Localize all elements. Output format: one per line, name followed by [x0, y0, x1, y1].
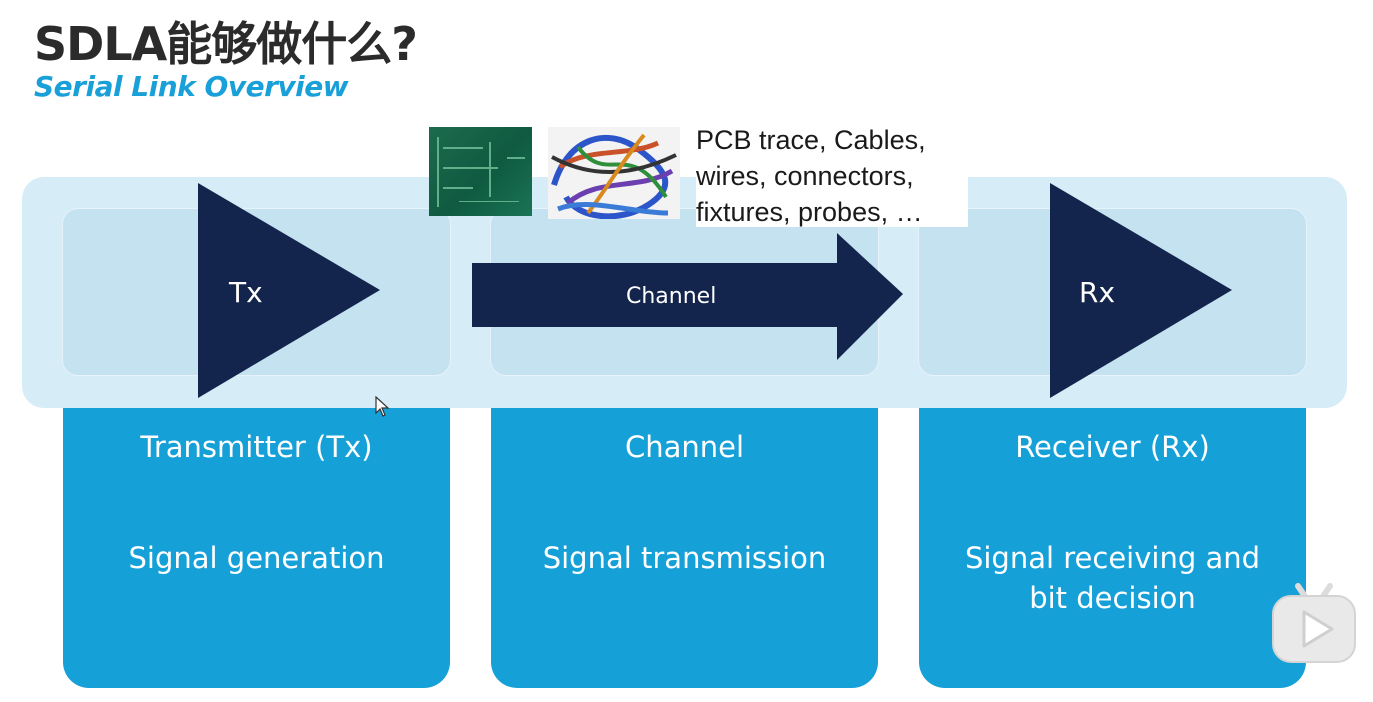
- rx-label: Rx: [1079, 276, 1116, 309]
- callout-line: wires, connectors,: [696, 161, 914, 191]
- channel-block: Channel Signal transmission: [491, 408, 878, 688]
- callout-line: PCB trace, Cables,: [696, 125, 926, 155]
- rx-block: Receiver (Rx) Signal receiving and bit d…: [919, 408, 1306, 688]
- callout-line: fixtures, probes, …: [696, 197, 923, 227]
- tx-block-description: Signal generation: [128, 541, 385, 575]
- rx-block-description: Signal receiving and bit decision: [919, 538, 1306, 618]
- pcb-photo: [429, 127, 532, 216]
- slide-title: SDLA能够做什么?: [34, 17, 418, 71]
- rx-block-description-line: Signal receiving and: [964, 541, 1261, 575]
- channel-label: Channel: [626, 284, 717, 309]
- tv-play-logo-icon[interactable]: [1270, 582, 1358, 666]
- mouse-pointer-icon: [375, 396, 390, 417]
- rx-block-description-line: bit decision: [1029, 581, 1196, 615]
- tx-triangle: [198, 183, 380, 398]
- tx-label: Tx: [229, 276, 263, 309]
- tx-block: Transmitter (Tx) Signal generation: [63, 408, 450, 688]
- cables-photo: [548, 127, 680, 220]
- rx-block-name: Receiver (Rx): [1015, 430, 1210, 464]
- channel-media-callout: PCB trace, Cables, wires, connectors, fi…: [696, 122, 968, 227]
- channel-block-name: Channel: [624, 430, 745, 464]
- slide-subtitle: Serial Link Overview: [34, 70, 349, 103]
- channel-block-description: Signal transmission: [542, 541, 827, 575]
- rx-triangle: [1050, 183, 1232, 398]
- channel-arrow: [472, 233, 903, 360]
- tx-block-name: Transmitter (Tx): [140, 430, 373, 464]
